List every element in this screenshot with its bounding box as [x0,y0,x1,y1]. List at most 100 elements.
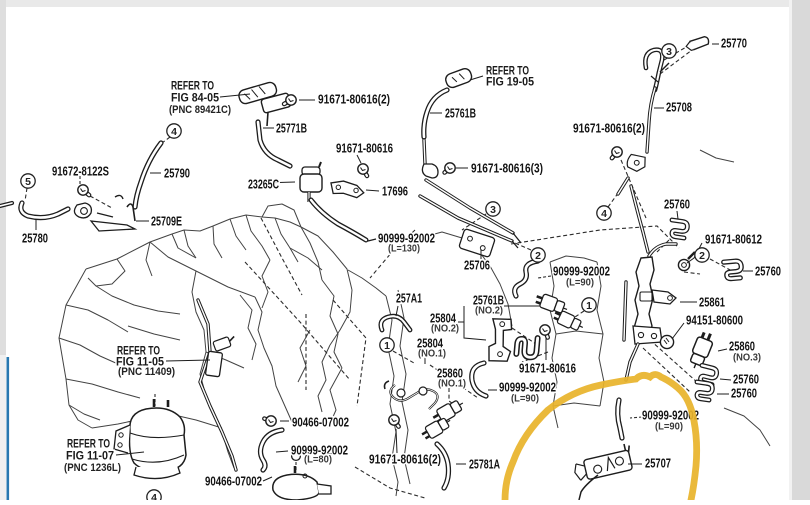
svg-text:(L=80): (L=80) [304,454,332,466]
svg-text:2: 2 [535,250,541,262]
svg-text:25760: 25760 [731,386,757,401]
svg-text:25804: 25804 [417,336,444,351]
svg-text:4: 4 [601,208,607,220]
svg-text:(PNC 1236L): (PNC 1236L) [64,462,121,474]
svg-text:REFER TO: REFER TO [67,436,110,450]
svg-text:(L=90): (L=90) [655,421,683,433]
svg-text:91671-80616: 91671-80616 [519,361,576,376]
svg-text:91671-80612: 91671-80612 [705,232,762,247]
svg-text:23265C: 23265C [248,177,279,192]
svg-text:(L=90): (L=90) [566,277,594,289]
svg-text:17696: 17696 [382,184,408,199]
svg-text:FIG 19-05: FIG 19-05 [486,74,534,88]
svg-text:25761B: 25761B [445,106,476,121]
svg-text:91671-80616(3): 91671-80616(3) [471,161,543,176]
svg-text:257A1: 257A1 [396,291,422,306]
svg-text:25804: 25804 [430,311,457,326]
svg-text:90999-92002: 90999-92002 [642,408,699,423]
svg-text:91671-80616(2): 91671-80616(2) [573,121,645,136]
svg-text:1: 1 [586,300,592,312]
svg-text:25708: 25708 [666,100,692,115]
svg-text:FIG 11-05: FIG 11-05 [116,354,164,368]
svg-text:90999-92002: 90999-92002 [499,380,556,395]
svg-text:91671-80616(2): 91671-80616(2) [318,92,390,107]
svg-text:REFER TO: REFER TO [486,63,529,77]
svg-text:FIG 11-05: FIG 11-05 [116,354,164,368]
svg-text:(L=130): (L=130) [388,243,420,255]
svg-text:90999-92002: 90999-92002 [553,264,610,279]
svg-text:25860: 25860 [729,339,755,354]
svg-text:90466-07002: 90466-07002 [292,415,349,430]
svg-text:90999-92002: 90999-92002 [291,443,348,458]
svg-text:25760: 25760 [664,197,690,212]
svg-text:(NO.1): (NO.1) [418,348,446,360]
svg-text:(NO.1): (NO.1) [418,348,446,360]
svg-text:25861: 25861 [699,295,725,310]
svg-text:25760: 25760 [731,386,757,401]
svg-text:4: 4 [171,126,177,138]
svg-text:REFER TO: REFER TO [486,63,529,77]
svg-text:(PNC 89421C): (PNC 89421C) [169,104,231,116]
svg-text:94151-80600: 94151-80600 [686,313,743,328]
svg-text:25780: 25780 [22,231,48,246]
svg-text:(L=90): (L=90) [511,393,539,405]
svg-text:REFER TO: REFER TO [117,343,160,357]
svg-text:91671-80616: 91671-80616 [336,141,393,156]
svg-text:REFER TO: REFER TO [171,78,214,92]
svg-text:90466-07002: 90466-07002 [205,474,262,489]
svg-text:25780: 25780 [22,231,48,246]
svg-text:(L=130): (L=130) [388,243,420,255]
svg-text:25771B: 25771B [276,121,307,136]
svg-text:25804: 25804 [430,311,457,326]
svg-text:25709E: 25709E [151,214,182,229]
svg-text:25770: 25770 [721,36,747,51]
svg-text:91671-80616(3): 91671-80616(3) [471,161,543,176]
svg-text:25761B: 25761B [473,293,504,308]
svg-text:(L=90): (L=90) [566,277,594,289]
svg-text:(NO.2): (NO.2) [475,305,503,317]
svg-text:94151-80600: 94151-80600 [686,313,743,328]
svg-text:257A1: 257A1 [396,291,422,306]
svg-text:(NO.2): (NO.2) [475,305,503,317]
svg-text:90999-92002: 90999-92002 [291,443,348,458]
svg-text:25707: 25707 [645,456,671,471]
svg-text:25706: 25706 [464,258,490,273]
svg-text:25770: 25770 [721,36,747,51]
svg-text:25860: 25860 [437,366,463,381]
svg-text:91671-80616(2): 91671-80616(2) [369,452,441,467]
svg-text:25761B: 25761B [445,106,476,121]
svg-text:25760: 25760 [755,264,781,279]
svg-text:25861: 25861 [699,295,725,310]
svg-text:25707: 25707 [645,456,671,471]
svg-text:(NO.3): (NO.3) [733,352,761,364]
svg-text:FIG 84-05: FIG 84-05 [171,90,219,104]
svg-text:(NO.2): (NO.2) [431,323,459,335]
svg-text:91671-80616: 91671-80616 [336,141,393,156]
svg-text:(NO.2): (NO.2) [431,323,459,335]
svg-text:FIG 84-05: FIG 84-05 [171,90,219,104]
svg-text:REFER TO: REFER TO [171,78,214,92]
svg-text:25708: 25708 [666,100,692,115]
svg-text:91671-80612: 91671-80612 [705,232,762,247]
svg-text:1: 1 [384,340,390,352]
svg-text:(PNC 89421C): (PNC 89421C) [169,104,231,116]
svg-text:REFER TO: REFER TO [117,343,160,357]
svg-text:REFER TO: REFER TO [67,436,110,450]
svg-text:25860: 25860 [729,339,755,354]
svg-text:25781A: 25781A [469,457,500,472]
svg-text:FIG 11-07: FIG 11-07 [66,448,114,462]
svg-text:90999-92002: 90999-92002 [499,380,556,395]
svg-text:FIG 11-07: FIG 11-07 [66,448,114,462]
svg-text:25760: 25760 [733,372,759,387]
svg-text:90466-07002: 90466-07002 [292,415,349,430]
svg-text:25771B: 25771B [276,121,307,136]
svg-text:91671-80616(2): 91671-80616(2) [573,121,645,136]
svg-text:25761B: 25761B [473,293,504,308]
svg-text:(PNC 1236L): (PNC 1236L) [64,462,121,474]
svg-text:25781A: 25781A [469,457,500,472]
svg-text:25804: 25804 [417,336,444,351]
svg-text:25860: 25860 [437,366,463,381]
svg-text:25760: 25760 [664,197,690,212]
svg-text:(PNC 11409): (PNC 11409) [118,366,175,378]
svg-text:5: 5 [25,176,31,188]
